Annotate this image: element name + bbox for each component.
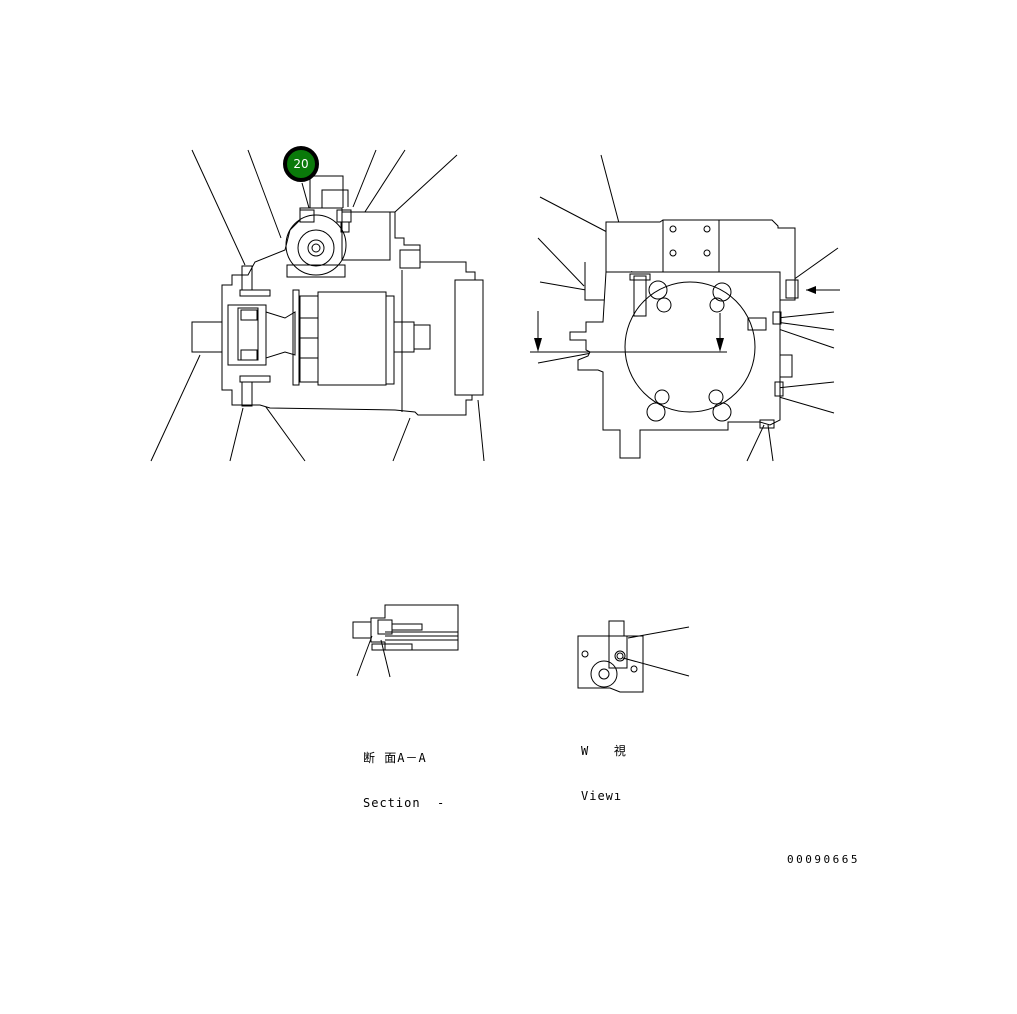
callout-badge-20[interactable]: 20 xyxy=(283,146,319,182)
section-caption: 断 面A－A Section - xyxy=(363,721,445,841)
front-view-pump xyxy=(530,155,840,461)
section-caption-jp: 断 面A－A xyxy=(363,751,427,765)
section-a-a-detail xyxy=(353,605,458,677)
view-w-caption-jp: W 視 xyxy=(581,744,627,758)
callout-label: 20 xyxy=(293,157,309,171)
view-w-caption: W 視 Viewı xyxy=(581,714,627,834)
side-view-pump xyxy=(151,150,484,461)
section-caption-en: Section - xyxy=(363,796,446,810)
view-w-detail xyxy=(578,621,689,692)
document-number: 00090665 xyxy=(787,853,860,866)
view-w-caption-en: Viewı xyxy=(581,789,623,803)
